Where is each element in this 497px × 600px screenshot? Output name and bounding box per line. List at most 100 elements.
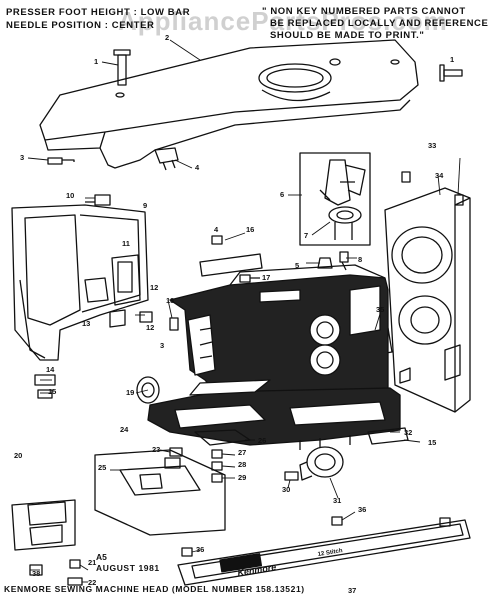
machine-body — [169, 264, 389, 411]
screw-part-33-a — [401, 171, 411, 183]
screw-part-23 — [169, 447, 183, 457]
screw-part-8 — [339, 251, 349, 271]
header-note-needle-position: NEEDLE POSITION : CENTER — [6, 20, 155, 31]
callout-3: 3 — [160, 341, 164, 350]
screw-part-14 — [34, 374, 56, 386]
screw-part-36-right — [439, 517, 451, 527]
screw-part-36-mid — [331, 516, 343, 526]
lever-part-32 — [367, 427, 409, 445]
callout-34: 34 — [435, 171, 444, 180]
callout-15: 15 — [48, 387, 56, 396]
callout-37: 37 — [348, 586, 356, 595]
callout-36: 36 — [196, 545, 204, 554]
screw-part-33-b — [454, 194, 464, 206]
callout-7: 7 — [304, 231, 308, 240]
header-note-presser-foot: PRESSER FOOT HEIGHT : LOW BAR — [6, 7, 191, 18]
callout-6: 6 — [280, 190, 284, 199]
screw-part-28 — [211, 461, 223, 471]
header-note-non-key: " NON KEY NUMBERED PARTS CANNOT — [262, 6, 466, 17]
callout-31: 31 — [333, 496, 341, 505]
date-code-date: AUGUST 1981 — [96, 563, 160, 573]
callout-1: 1 — [450, 55, 454, 64]
nameplate-part-37 — [177, 519, 471, 586]
screw-part-30 — [284, 471, 299, 481]
screw-part-10 — [85, 194, 111, 206]
callout-11: 11 — [122, 239, 130, 248]
callout-25: 25 — [98, 463, 106, 472]
callout-15: 15 — [428, 438, 436, 447]
screw-part-38 — [29, 564, 43, 576]
callout-27: 27 — [238, 448, 246, 457]
callout-16: 16 — [246, 225, 254, 234]
motor-part-31 — [299, 446, 344, 481]
callout-21: 21 — [88, 558, 96, 567]
footer-caption: KENMORE SEWING MACHINE HEAD (MODEL NUMBE… — [4, 584, 305, 594]
bracket-part-4-top — [154, 147, 179, 171]
callout-36: 36 — [358, 505, 366, 514]
callout-12: 12 — [146, 323, 154, 332]
callout-8: 8 — [358, 255, 362, 264]
knob-part-19 — [136, 376, 160, 404]
callout-12: 12 — [150, 283, 158, 292]
machine-base — [147, 379, 401, 450]
screw-part-17 — [239, 274, 260, 283]
callout-4: 4 — [195, 163, 200, 172]
callout-28: 28 — [238, 460, 246, 469]
stitch-label: 12 Stitch — [317, 548, 343, 558]
callout-32: 32 — [404, 428, 412, 437]
callout-20: 20 — [14, 451, 22, 460]
slide-part-25 — [164, 457, 181, 469]
screw-part-18 — [169, 317, 179, 331]
screw-part-29 — [211, 473, 223, 483]
callout-13: 13 — [82, 319, 90, 328]
screw-part-3-face — [109, 309, 126, 328]
bracket-part-11 — [111, 254, 141, 306]
screw-part-21 — [69, 559, 81, 569]
callout-10: 10 — [66, 191, 74, 200]
label-strip-part-16 — [199, 253, 263, 277]
callout-18: 18 — [166, 296, 174, 305]
callout-24: 24 — [120, 425, 129, 434]
leader-lines — [27, 39, 461, 583]
date-code-a5: A5 — [96, 552, 107, 562]
washer-part-22 — [67, 577, 83, 586]
callout-3: 3 — [20, 153, 24, 162]
screw-part-1-left — [113, 49, 131, 86]
screw-part-27 — [211, 449, 223, 459]
watermark-text: AppliancePartsPros.com — [118, 6, 448, 36]
callout-2: 2 — [165, 33, 169, 42]
callout-19: 19 — [126, 388, 134, 397]
screw-part-36-left — [181, 547, 193, 557]
callout-30: 30 — [282, 485, 290, 494]
face-plate-part-9 — [11, 204, 149, 361]
callout-26: 26 — [258, 436, 266, 445]
callout-33: 33 — [428, 141, 436, 150]
callout-35: 35 — [376, 305, 384, 314]
callout-23: 23 — [152, 445, 160, 454]
top-cover-part-2 — [39, 39, 419, 169]
mechanism-part-6 — [299, 152, 371, 246]
callout-17: 17 — [262, 273, 270, 282]
throat-plate-part-24 — [94, 449, 226, 536]
callout-29: 29 — [238, 473, 246, 482]
callout-14: 14 — [46, 365, 55, 374]
callout-9: 9 — [143, 201, 147, 210]
bobbin-plate-part-20 — [11, 499, 76, 551]
bracket-part-4-mid — [211, 235, 223, 245]
callout-5: 5 — [295, 261, 299, 270]
header-note-print: SHOULD BE MADE TO PRINT." — [270, 30, 425, 41]
callout-1: 1 — [94, 57, 98, 66]
nut-part-5 — [317, 257, 333, 269]
callout-22: 22 — [88, 578, 96, 587]
bracket-part-13 — [84, 277, 109, 303]
callout-38: 38 — [32, 569, 40, 578]
washer-part-15-left — [37, 389, 53, 399]
screw-part-12-lower — [139, 311, 153, 323]
end-cover-part-34 — [384, 187, 471, 413]
header-note-replaced: BE REPLACED LOCALLY AND REFERENCE — [270, 18, 489, 29]
callout-4: 4 — [214, 225, 219, 234]
screw-part-1-right — [439, 64, 463, 82]
